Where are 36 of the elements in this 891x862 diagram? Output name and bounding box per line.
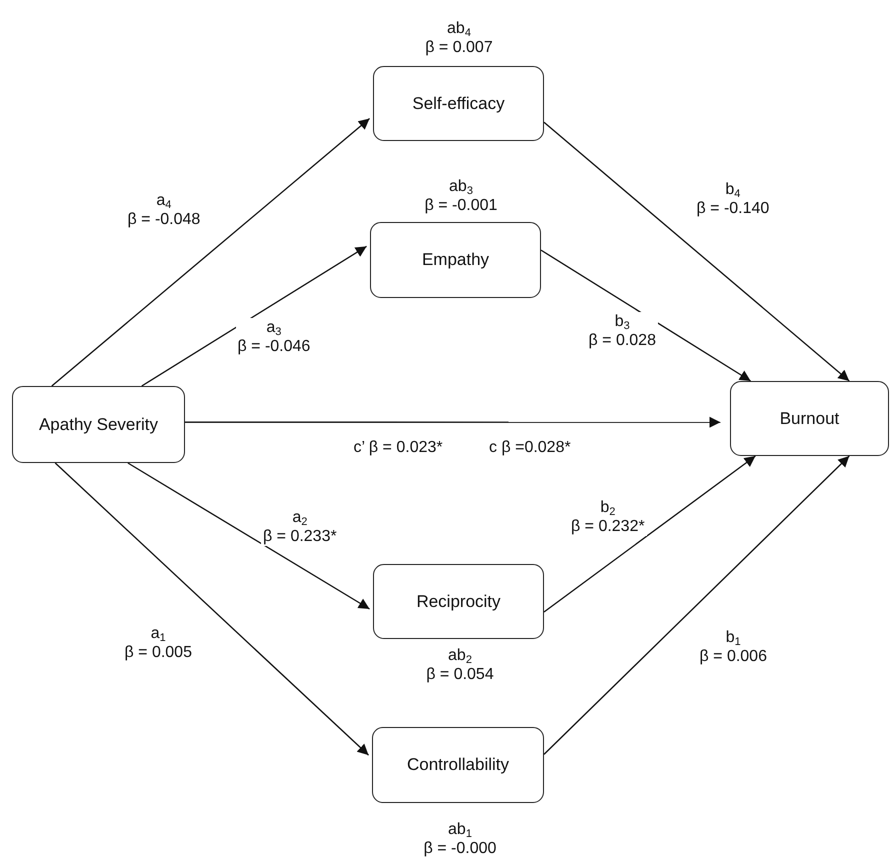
variable-box <box>373 66 544 141</box>
node-label: Empathy <box>422 250 490 270</box>
arrow <box>540 250 752 382</box>
arrow <box>544 122 850 382</box>
arrow <box>544 455 756 613</box>
effect-label: ab$_{4}$ <box>446 19 472 38</box>
node-label: Self-efficacy <box>412 94 505 114</box>
arrow <box>185 416 720 428</box>
variable-box <box>372 727 544 803</box>
effect-label: ab$_{1}$ <box>447 820 473 839</box>
node-label: Reciprocity <box>416 592 501 612</box>
effect-label: ab$_{2}$ <box>447 646 473 665</box>
effect-label: β = -0.000 <box>422 839 498 858</box>
node-label: Controllability <box>406 755 510 775</box>
effect-label: β = 0.007 <box>424 38 494 57</box>
variable-box <box>373 564 544 639</box>
node-label: Burnout <box>780 408 840 428</box>
edge-label: b$_{3}$ β = 0.028 <box>586 312 658 350</box>
arrow <box>51 118 370 386</box>
effect-label: β = 0.054 <box>425 665 495 684</box>
effect-label: ab$_{3}$ <box>448 177 474 196</box>
arrow <box>544 456 850 755</box>
edge-label: b$_{4}$ β = -0.140 <box>694 180 772 218</box>
arrow <box>128 462 370 610</box>
edge-label: a$_{3}$ β = -0.046 <box>236 318 312 356</box>
effect-label: β = -0.001 <box>424 196 498 215</box>
variable-box <box>370 222 541 298</box>
variable-box <box>730 381 889 456</box>
node-label: Apathy Severity <box>38 414 158 434</box>
arrow <box>54 462 369 756</box>
variable-box <box>12 386 185 463</box>
effect-label: c β =0.028* <box>487 438 573 456</box>
edge-label: b$_{1}$ β = 0.006 <box>698 628 769 666</box>
arrow <box>141 246 367 387</box>
edge-label: c’ β = 0.023* <box>352 438 445 456</box>
edge-label: b$_{2}$ β = 0.232* <box>569 498 647 536</box>
